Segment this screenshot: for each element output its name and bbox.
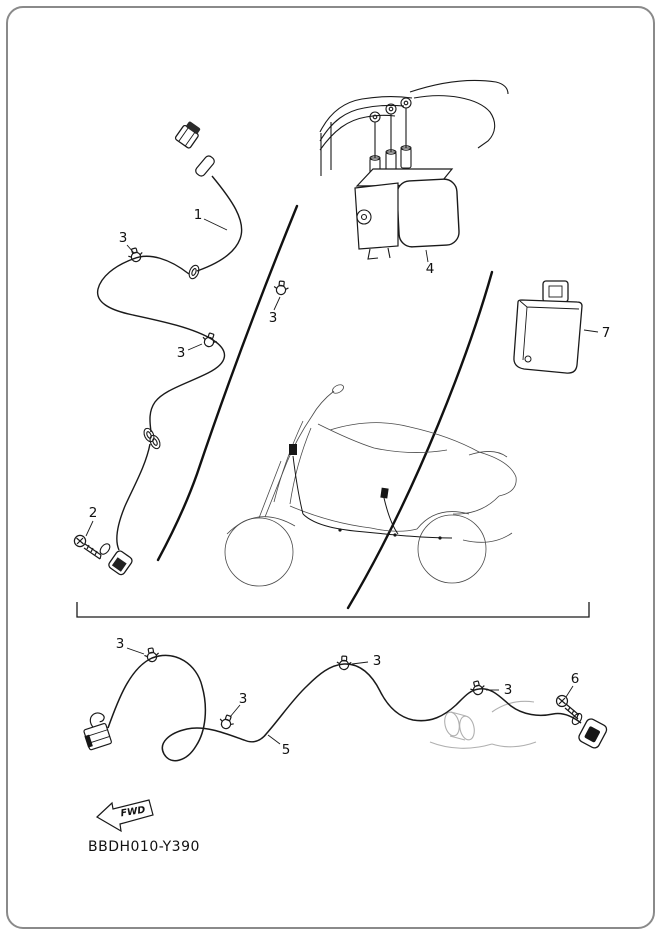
fwd-direction-marker: FWD xyxy=(96,799,154,833)
rear-wheel-sensor-cable xyxy=(83,654,608,762)
callout-3g: 3 xyxy=(504,682,513,698)
callout-3a: 3 xyxy=(119,230,128,246)
callout-3c: 3 xyxy=(177,345,186,361)
emphasis-lines xyxy=(156,204,494,610)
callout-2: 2 xyxy=(89,505,98,521)
section-divider xyxy=(76,602,590,618)
fwd-label: FWD xyxy=(120,805,146,820)
scooter-outline xyxy=(224,384,517,587)
harness-marker-rear xyxy=(380,487,389,499)
callout-1: 1 xyxy=(194,207,203,223)
front-sensor-grommet xyxy=(195,155,215,177)
front-wheel-sensor xyxy=(108,550,133,576)
sensor-washer xyxy=(571,712,583,726)
callout-7: 7 xyxy=(602,325,611,341)
harness-marker-front xyxy=(289,444,297,455)
rear-sensor-bolt xyxy=(555,694,580,720)
wiring-harness xyxy=(289,444,453,540)
abs-cover xyxy=(513,280,583,374)
rear-wheel-sensor xyxy=(578,718,608,749)
front-sensor-connector xyxy=(174,121,201,149)
callout-3f: 3 xyxy=(239,691,248,707)
leader-lines xyxy=(85,218,599,745)
callouts: 1 3 3 3 2 4 7 3 3 3 3 5 6 xyxy=(89,207,611,758)
callout-6: 6 xyxy=(571,671,580,687)
rear-sensor-connector xyxy=(83,712,112,751)
abs-hydraulic-unit xyxy=(319,79,509,260)
callout-3d: 3 xyxy=(116,636,125,652)
page-border xyxy=(6,6,655,929)
front-sensor-bolt xyxy=(73,534,102,560)
sensor-washer xyxy=(99,543,111,555)
frame-reference-light xyxy=(429,700,537,749)
callout-4: 4 xyxy=(426,261,435,277)
callout-3b: 3 xyxy=(269,310,278,326)
fwd-arrow-icon xyxy=(96,799,154,833)
drawing-code: BBDH010-Y390 xyxy=(88,839,200,855)
callout-3e: 3 xyxy=(373,653,382,669)
callout-5: 5 xyxy=(282,742,291,758)
front-wheel-sensor-cable xyxy=(96,121,243,576)
